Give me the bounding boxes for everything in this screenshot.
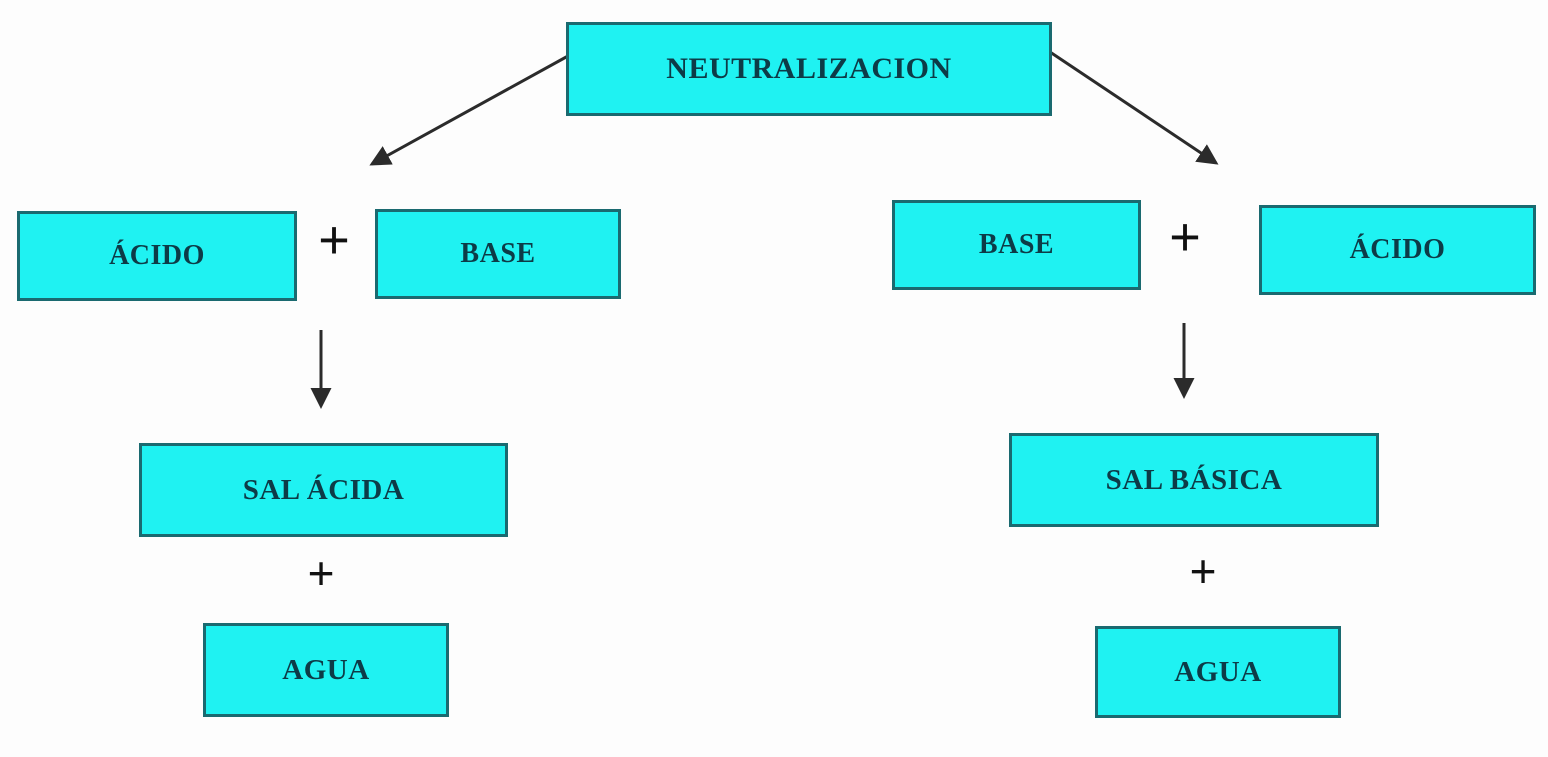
node-sal-acida-label: SAL ÁCIDA [242, 473, 405, 506]
plus-right-products-symbol: + [1189, 545, 1217, 597]
node-neutralization: NEUTRALIZACION [566, 22, 1052, 116]
plus-right-reactants-symbol: + [1169, 207, 1201, 267]
node-left-acido-label: ÁCIDO [109, 240, 205, 271]
arrow-root-to-right-branch [1049, 50, 1219, 165]
plus-right-products: + [1175, 540, 1231, 602]
plus-left-products-symbol: + [307, 547, 335, 599]
node-sal-acida: SAL ÁCIDA [139, 443, 508, 537]
node-sal-basica: SAL BÁSICA [1009, 433, 1379, 527]
arrow-line [369, 54, 569, 166]
node-right-agua-label: AGUA [1174, 655, 1262, 688]
node-left-acido: ÁCIDO [17, 211, 297, 301]
plus-left-reactants: + [306, 208, 362, 272]
node-right-base: BASE [892, 200, 1141, 290]
plus-left-products: + [293, 542, 349, 604]
node-left-base-label: BASE [460, 238, 536, 269]
plus-left-reactants-symbol: + [318, 210, 350, 270]
node-right-agua: AGUA [1095, 626, 1341, 718]
node-left-agua: AGUA [203, 623, 449, 717]
plus-right-reactants: + [1157, 205, 1213, 269]
node-sal-basica-label: SAL BÁSICA [1105, 463, 1283, 496]
node-left-agua-label: AGUA [282, 653, 370, 686]
node-neutralization-label: NEUTRALIZACION [666, 52, 952, 85]
node-right-base-label: BASE [978, 229, 1055, 260]
node-left-base: BASE [375, 209, 621, 299]
arrow-line [1049, 50, 1219, 165]
node-right-acido-label: ÁCIDO [1349, 234, 1446, 265]
arrow-root-to-left-branch [369, 54, 569, 166]
node-right-acido: ÁCIDO [1259, 205, 1536, 295]
